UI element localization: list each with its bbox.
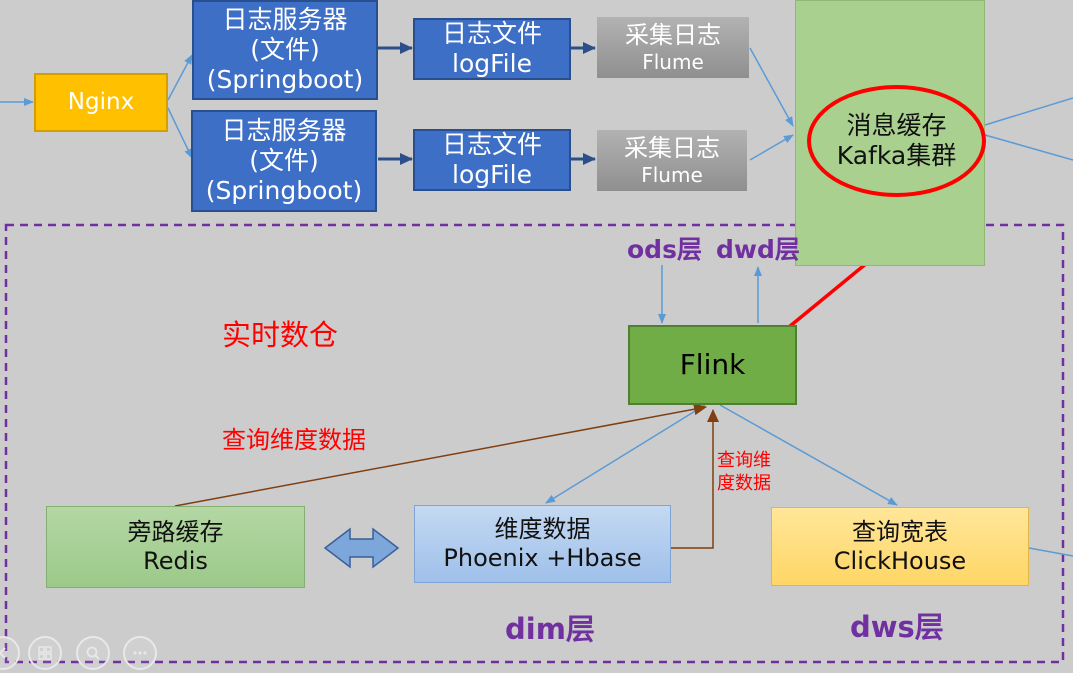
kafka-highlight-ellipse: 消息缓存 Kafka集群 <box>807 85 986 197</box>
kafka-name: Kafka集群 <box>836 141 957 170</box>
sync-double-arrow <box>323 527 400 569</box>
log-file-title: 日志文件 <box>441 19 542 48</box>
clickhouse-title: 查询宽表 <box>852 517 948 546</box>
phoenix-title: 维度数据 <box>494 515 591 544</box>
flume-2-to-kafka-arrow <box>749 134 794 161</box>
dws-layer-label: dws层 <box>850 610 944 644</box>
redis-box[interactable]: 旁路缓存 Redis <box>46 506 305 588</box>
realtime-dw-title: 实时数仓 <box>222 318 339 352</box>
ods-layer-label: ods层 <box>627 235 702 264</box>
log-server-type: (文件) <box>249 146 319 175</box>
phoenix-box[interactable]: 维度数据 Phoenix +Hbase <box>414 505 671 583</box>
dim-layer-label: dim层 <box>505 612 595 646</box>
query-dim-data-label: 查询维度数据 <box>222 426 366 454</box>
query-dim-data-small-label: 查询维 度数据 <box>717 450 787 495</box>
log-file-name: logFile <box>452 49 532 78</box>
log-server-framework: (Springboot) <box>205 176 363 205</box>
flume-box-2[interactable]: 采集日志 Flume <box>597 130 747 191</box>
query-dim-line-2: 度数据 <box>717 472 771 494</box>
flume-box-1[interactable]: 采集日志 Flume <box>597 17 749 78</box>
log-server-framework: (Springboot) <box>206 65 364 94</box>
flume-title: 采集日志 <box>624 134 720 163</box>
grid-icon[interactable] <box>28 636 62 670</box>
flink-label: Flink <box>679 348 746 382</box>
flink-box[interactable]: Flink <box>628 325 797 405</box>
log-server-title: 日志服务器 <box>222 5 348 34</box>
flink-to-phoenix-arrow <box>545 404 706 504</box>
nginx-label: Nginx <box>67 88 135 115</box>
clickhouse-box[interactable]: 查询宽表 ClickHouse <box>771 507 1029 586</box>
nginx-to-server-1-arrow <box>167 54 193 101</box>
zoom-icon[interactable] <box>76 636 110 670</box>
log-server-type: (文件) <box>250 35 320 64</box>
flume-name: Flume <box>642 49 704 74</box>
flink-to-clickhouse-arrow <box>719 404 898 506</box>
dwd-layer-label: dwd层 <box>716 235 800 264</box>
realtime-dw-boundary <box>4 223 1065 664</box>
redis-title: 旁路缓存 <box>127 518 224 547</box>
kafka-out-arrow-1 <box>984 97 1073 126</box>
clickhouse-name: ClickHouse <box>833 546 967 575</box>
redis-query-arrow <box>174 403 707 507</box>
flume-name: Flume <box>641 162 703 187</box>
clickhouse-out-arrow <box>1028 547 1073 557</box>
log-file-title: 日志文件 <box>441 130 542 159</box>
log-server-title: 日志服务器 <box>221 116 347 145</box>
flume-1-to-kafka-arrow <box>749 47 794 127</box>
log-file-name: logFile <box>452 160 532 189</box>
kafka-title: 消息缓存 <box>846 111 947 140</box>
phoenix-query-arrow <box>670 409 719 549</box>
nginx-to-server-2-arrow <box>167 107 193 159</box>
log-file-box-1[interactable]: 日志文件 logFile <box>413 18 571 80</box>
log-server-box-1[interactable]: 日志服务器 (文件) (Springboot) <box>192 0 378 100</box>
nginx-box[interactable]: Nginx <box>34 73 168 132</box>
redis-name: Redis <box>143 547 208 575</box>
phoenix-name: Phoenix +Hbase <box>443 544 642 572</box>
log-file-box-2[interactable]: 日志文件 logFile <box>413 129 571 191</box>
flume-title: 采集日志 <box>625 21 721 50</box>
more-icon[interactable] <box>123 636 157 670</box>
log-server-box-2[interactable]: 日志服务器 (文件) (Springboot) <box>191 110 377 212</box>
kafka-out-arrow-2 <box>984 134 1073 161</box>
query-dim-line-1: 查询维 <box>717 450 771 471</box>
